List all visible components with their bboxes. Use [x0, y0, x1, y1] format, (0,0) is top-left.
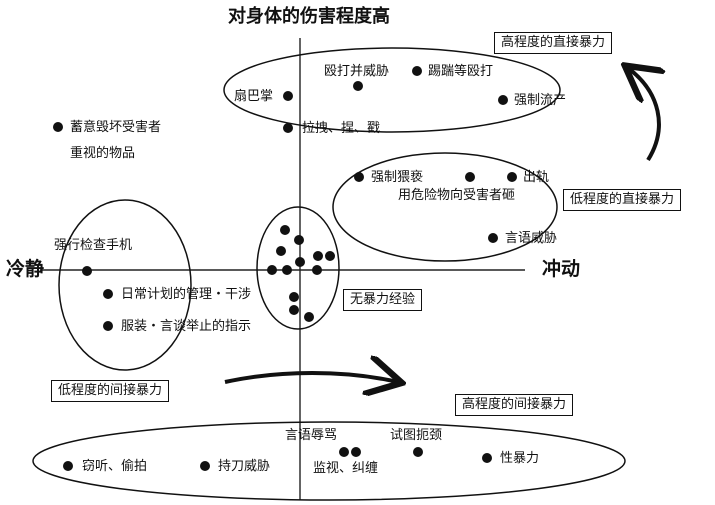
dot-sexual-violence: [482, 453, 492, 463]
dot-pull-pinch-poke: [283, 123, 293, 133]
curved-up-arrow: [628, 68, 659, 162]
axis-label-right: 冲动: [542, 258, 581, 280]
dot-monitor-stalk: [351, 447, 361, 457]
label-sexual-violence: 性暴力: [500, 451, 540, 466]
no-violence-ellipse: [256, 206, 340, 330]
dot-cluster-6: [295, 257, 305, 267]
label-knife-threat: 持刀威胁: [218, 459, 271, 474]
dot-cluster-3: [276, 246, 286, 256]
label-dangerous-object: 用危险物向受害者砸: [398, 188, 516, 203]
label-destroy-property-2: 重视的物品: [70, 146, 136, 161]
label-daily-plan: 日常计划的管理・干涉: [121, 287, 252, 302]
dot-cluster-12: [304, 312, 314, 322]
low-indirect-ellipse: [58, 199, 192, 371]
box-high-direct: 高程度的直接暴力: [494, 32, 613, 54]
dot-slap: [283, 91, 293, 101]
dot-verbal-insult: [339, 447, 349, 457]
box-low-direct: 低程度的直接暴力: [563, 189, 682, 211]
label-clothing-speech: 服装・言谈举止的指示: [121, 319, 252, 334]
label-slap: 扇巴掌: [234, 89, 274, 104]
dot-destroy-property: [53, 122, 63, 132]
dot-forced-abortion: [498, 95, 508, 105]
data-dots: [53, 66, 517, 471]
dot-cluster-1: [280, 225, 290, 235]
dot-knife-threat: [200, 461, 210, 471]
dot-kick-beat: [412, 66, 422, 76]
dot-dangerous-object: [465, 172, 475, 182]
dot-cluster-8: [282, 265, 292, 275]
label-pull-pinch-poke: 拉拽、捏、戳: [302, 121, 381, 136]
dot-beat-threaten: [353, 81, 363, 91]
dot-cluster-2: [294, 235, 304, 245]
dot-cluster-5: [325, 251, 335, 261]
dot-cluster-9: [312, 265, 322, 275]
label-forced-indecency: 强制猥亵: [371, 170, 424, 185]
dot-cluster-7: [267, 265, 277, 275]
dot-force-check-phone: [82, 266, 92, 276]
dot-cluster-10: [289, 292, 299, 302]
label-attempted-strangle: 试图扼颈: [390, 428, 443, 443]
curved-right-arrow: [224, 373, 398, 382]
label-forced-abortion: 强制流产: [514, 93, 567, 108]
label-beat-threaten: 殴打并威胁: [324, 64, 390, 79]
axis-label-left: 冷静: [6, 258, 45, 280]
label-kick-beat: 踢踹等殴打: [428, 64, 494, 79]
dot-eavesdrop: [63, 461, 73, 471]
dot-cluster-11: [289, 305, 299, 315]
dot-verbal-threat: [488, 233, 498, 243]
box-no-violence: 无暴力经验: [343, 289, 423, 311]
high-direct-ellipse: [223, 47, 561, 133]
high-indirect-ellipse: [32, 421, 626, 501]
box-low-indirect: 低程度的间接暴力: [51, 380, 170, 402]
dot-cheating: [507, 172, 517, 182]
label-verbal-insult: 言语辱骂: [285, 428, 338, 443]
label-force-check-phone: 强行检查手机: [54, 238, 133, 253]
label-monitor-stalk: 监视、纠缠: [313, 461, 379, 476]
label-destroy-property-1: 蓄意毁坏受害者: [70, 120, 162, 135]
label-cheating: 出轨: [523, 170, 550, 185]
dot-forced-indecency: [354, 172, 364, 182]
label-verbal-threat: 言语威胁: [505, 231, 558, 246]
box-high-indirect: 高程度的间接暴力: [455, 394, 574, 416]
dot-attempted-strangle: [413, 447, 423, 457]
label-eavesdrop: 窃听、偷拍: [82, 459, 148, 474]
dot-cluster-4: [313, 251, 323, 261]
dot-daily-plan: [103, 289, 113, 299]
chart-title: 对身体的伤害程度高: [228, 6, 390, 27]
dot-clothing-speech: [103, 321, 113, 331]
low-direct-ellipse: [332, 152, 558, 262]
